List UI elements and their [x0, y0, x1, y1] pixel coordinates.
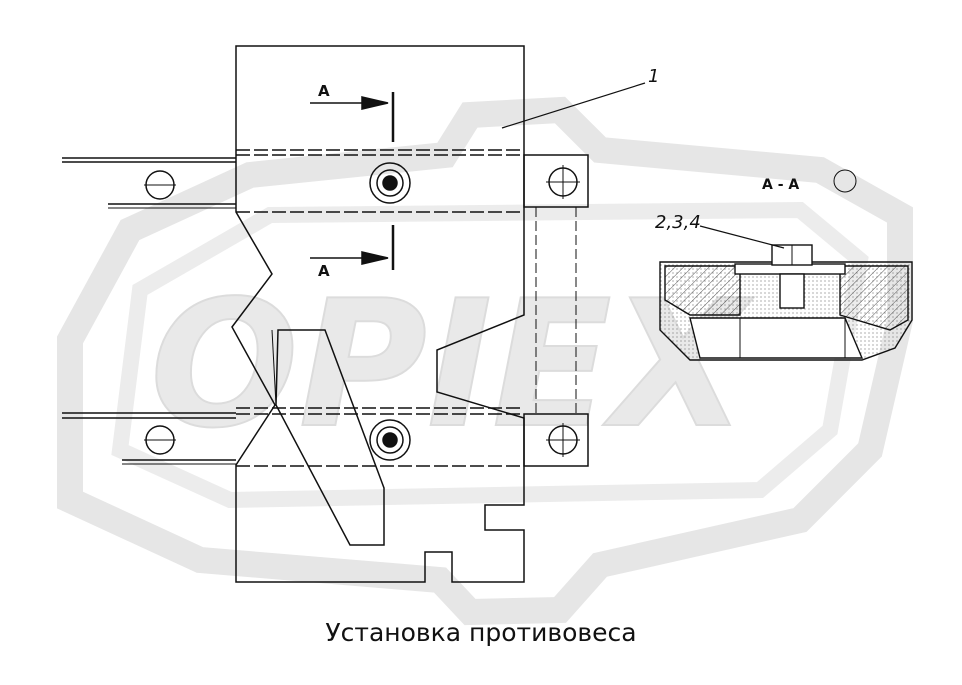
- section-hatch-left: [664, 265, 741, 316]
- cut-arrow-top: [361, 96, 389, 110]
- leader-parts-2-3-4: [699, 225, 785, 249]
- cut-label-bottom: A: [318, 262, 330, 280]
- cut-arrow-bottom: [361, 251, 389, 265]
- assembly-drawing: [62, 45, 646, 583]
- upper-rail: [62, 149, 524, 213]
- upper-bracket: [523, 154, 589, 208]
- view-scale-icon: [833, 169, 857, 193]
- leader-part-1: [501, 82, 646, 129]
- section-view-aa: [659, 169, 913, 361]
- section-bolt-shank: [779, 273, 805, 309]
- section-view-label: A - A: [762, 177, 799, 193]
- lower-rail: [62, 407, 524, 467]
- upper-bolt: [369, 162, 411, 204]
- drawing-caption: Установка противовеса: [325, 618, 637, 647]
- section-hatch-right: [839, 265, 909, 331]
- callout-parts-2-3-4: 2,3,4: [655, 212, 701, 233]
- watermark-text: OPIEX: [150, 264, 755, 467]
- callout-part-1: 1: [648, 66, 659, 87]
- lower-bolt: [369, 419, 411, 461]
- lower-bracket: [523, 413, 589, 467]
- section-base: [689, 317, 864, 359]
- watermark-inner-ring: [111, 201, 869, 509]
- watermark-logo: OPIEX: [57, 96, 913, 626]
- counterweight-plate: [231, 45, 525, 583]
- cut-label-top: A: [318, 82, 330, 100]
